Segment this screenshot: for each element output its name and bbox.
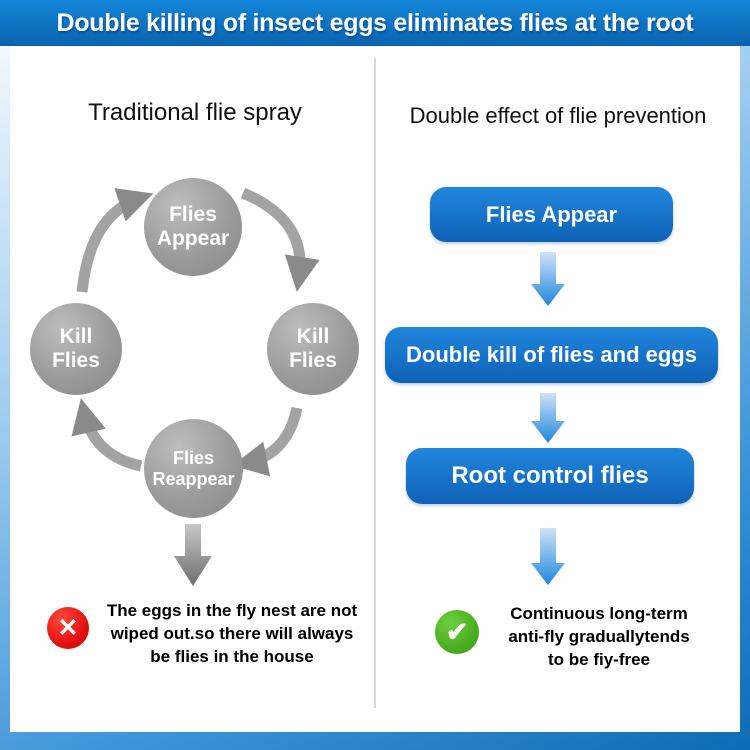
cycle-node-flies-reappear: Flies Reappear — [144, 419, 243, 518]
step-double-kill: Double kill of flies and eggs — [385, 327, 718, 383]
cycle-node-kill-flies-right: Kill Flies — [267, 303, 359, 395]
success-check-icon: ✔ — [435, 610, 479, 654]
cycle-node-label: Flies Appear — [156, 202, 230, 250]
cycle-node-label: Kill Flies — [52, 324, 100, 372]
step-label: Root control flies — [451, 462, 649, 489]
header-banner: Double killing of insect eggs eliminates… — [0, 0, 750, 46]
cycle-node-label: Kill Flies — [289, 324, 337, 372]
step-root-control: Root control flies — [406, 448, 694, 504]
warning-text: The eggs in the fly nest are not wiped o… — [106, 601, 358, 666]
cycle-node-label: Flies Reappear — [152, 447, 235, 489]
step-label: Flies Appear — [485, 201, 618, 227]
step-flies-appear: Flies Appear — [430, 187, 673, 242]
left-column-title: Traditional flie spray — [88, 99, 302, 126]
fail-x-icon: ✕ — [47, 607, 89, 649]
right-column-title: Double effect of flie prevention — [409, 103, 707, 128]
header-title: Double killing of insect eggs eliminates… — [56, 8, 694, 37]
cycle-node-kill-flies-left: Kill Flies — [30, 303, 122, 395]
cycle-node-flies-appear: Flies Appear — [144, 178, 242, 276]
result-text: Continuous long-term anti-fly graduallyt… — [508, 604, 690, 669]
step-label: Double kill of flies and eggs — [406, 342, 697, 367]
x-glyph: ✕ — [57, 614, 79, 642]
check-glyph: ✔ — [445, 616, 469, 647]
column-divider — [374, 58, 376, 708]
